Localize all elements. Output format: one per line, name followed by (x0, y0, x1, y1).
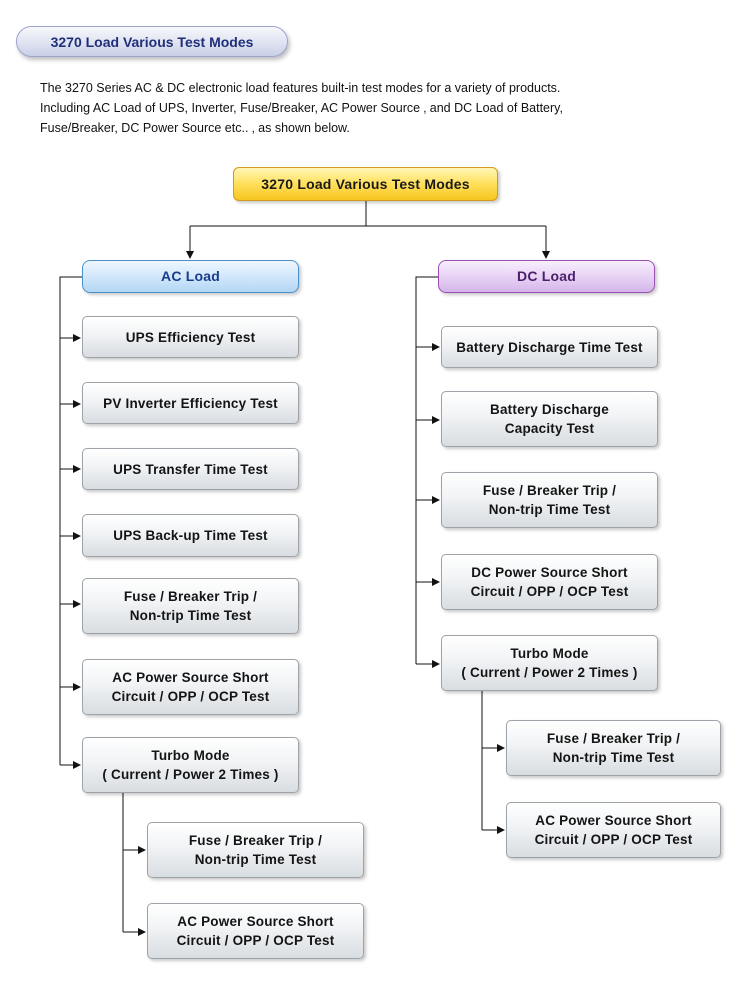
root-node-label: 3270 Load Various Test Modes (261, 175, 470, 192)
node-label-line: Circuit / OPP / OCP Test (111, 689, 270, 704)
ac-node-ac-power-source-short: AC Power Source Short Circuit / OPP / OC… (82, 659, 299, 715)
dc-turbo-node-ac-power-source-short: AC Power Source Short Circuit / OPP / OC… (506, 802, 721, 858)
node-label-line: ( Current / Power 2 Times ) (461, 665, 638, 680)
dc-trunk (415, 276, 438, 664)
node-label: UPS Transfer Time Test (113, 461, 268, 477)
ac-trunk (59, 276, 82, 765)
ac-node-ups-backup-time: UPS Back-up Time Test (82, 514, 299, 557)
intro-line: Including AC Load of UPS, Inverter, Fuse… (40, 101, 563, 115)
dc-node-turbo-mode: Turbo Mode ( Current / Power 2 Times ) (441, 635, 658, 691)
node-label-line: AC Power Source Short (177, 914, 334, 929)
dc-node-battery-discharge-time: Battery Discharge Time Test (441, 326, 658, 368)
node-label-line: Turbo Mode (510, 646, 589, 661)
node-label-line: Turbo Mode (151, 748, 230, 763)
section-title-tab: 3270 Load Various Test Modes (16, 26, 288, 57)
section-title: 3270 Load Various Test Modes (50, 33, 254, 50)
ac-node-pv-inverter-efficiency: PV Inverter Efficiency Test (82, 382, 299, 424)
node-label: PV Inverter Efficiency Test (103, 395, 278, 411)
dc-node-battery-discharge-capacity: Battery Discharge Capacity Test (441, 391, 658, 447)
ac-node-fuse-breaker: Fuse / Breaker Trip / Non-trip Time Test (82, 578, 299, 634)
intro-line: The 3270 Series AC & DC electronic load … (40, 81, 561, 95)
node-label-line: Non-trip Time Test (129, 608, 252, 623)
intro-paragraph: The 3270 Series AC & DC electronic load … (40, 78, 720, 138)
ac-node-turbo-mode: Turbo Mode ( Current / Power 2 Times ) (82, 737, 299, 793)
ac-node-ups-transfer-time: UPS Transfer Time Test (82, 448, 299, 490)
root-node: 3270 Load Various Test Modes (233, 167, 498, 201)
ac-turbo-node-fuse-breaker: Fuse / Breaker Trip / Non-trip Time Test (147, 822, 364, 878)
node-label-line: DC Power Source Short (471, 565, 628, 580)
node-label: Battery Discharge Time Test (456, 339, 643, 355)
node-label-line: Fuse / Breaker Trip / (546, 731, 681, 746)
dc-load-label: DC Load (517, 268, 576, 284)
node-label-line: Battery Discharge (490, 402, 609, 417)
node-label-line: Non-trip Time Test (194, 852, 317, 867)
node-label-line: Non-trip Time Test (552, 750, 675, 765)
node-label-line: Circuit / OPP / OCP Test (534, 832, 693, 847)
dc-node-dc-power-source-short: DC Power Source Short Circuit / OPP / OC… (441, 554, 658, 610)
ac-load-node: AC Load (82, 260, 299, 293)
root-connector (190, 201, 546, 227)
node-label-line: ( Current / Power 2 Times ) (102, 767, 279, 782)
intro-line: Fuse/Breaker, DC Power Source etc.. ‚ as… (40, 121, 350, 135)
node-label-line: Capacity Test (504, 421, 595, 436)
node-label-line: Fuse / Breaker Trip / (482, 483, 617, 498)
node-label-line: Circuit / OPP / OCP Test (176, 933, 335, 948)
node-label-line: AC Power Source Short (535, 813, 692, 828)
node-label-line: Fuse / Breaker Trip / (188, 833, 323, 848)
ac-load-label: AC Load (161, 268, 220, 284)
node-label-line: Fuse / Breaker Trip / (123, 589, 258, 604)
dc-turbo-node-fuse-breaker: Fuse / Breaker Trip / Non-trip Time Test (506, 720, 721, 776)
node-label: UPS Back-up Time Test (113, 528, 268, 543)
node-label: UPS Efficiency Test (125, 329, 256, 345)
node-label-line: AC Power Source Short (112, 670, 269, 685)
ac-node-ups-efficiency: UPS Efficiency Test (82, 316, 299, 358)
dc-node-fuse-breaker: Fuse / Breaker Trip / Non-trip Time Test (441, 472, 658, 528)
dc-load-node: DC Load (438, 260, 655, 293)
node-label-line: Circuit / OPP / OCP Test (470, 584, 629, 599)
ac-turbo-node-ac-power-source-short: AC Power Source Short Circuit / OPP / OC… (147, 903, 364, 959)
node-label-line: Non-trip Time Test (488, 502, 611, 517)
